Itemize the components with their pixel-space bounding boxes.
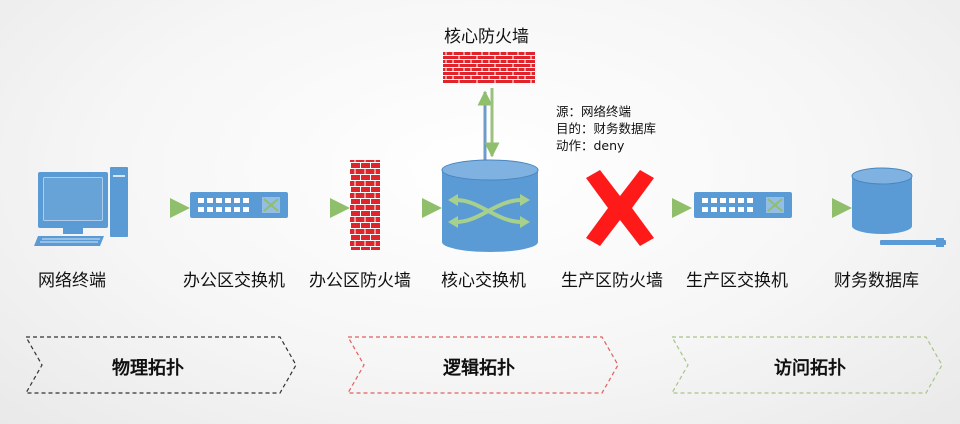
node-label-core-firewall: 核心防火墙 <box>444 27 529 47</box>
office-switch-icon <box>190 192 288 218</box>
stage-logical-chevron <box>346 336 619 394</box>
rule-source: 源：网络终端 <box>556 104 632 119</box>
stage-access-chevron <box>670 336 943 394</box>
node-label-finance-db: 财务数据库 <box>834 271 919 291</box>
computer-icon <box>34 167 128 246</box>
stage-label-physical: 物理拓扑 <box>112 358 184 379</box>
database-icon <box>851 167 946 247</box>
node-label-core-switch: 核心交换机 <box>441 271 526 291</box>
node-label-office-switch: 办公区交换机 <box>183 271 285 291</box>
core-firewall-icon <box>443 52 535 84</box>
deny-cross-icon <box>586 170 654 246</box>
links <box>132 88 852 218</box>
node-label-terminal: 网络终端 <box>38 271 106 291</box>
rule-destination: 目的：财务数据库 <box>556 121 657 136</box>
rule-action: 动作：deny <box>556 138 625 153</box>
node-label-prod-switch: 生产区交换机 <box>686 271 788 291</box>
node-label-prod-firewall: 生产区防火墙 <box>561 271 663 291</box>
stage-label-access: 访问拓扑 <box>774 358 846 379</box>
node-label-office-firewall: 办公区防火墙 <box>309 271 411 291</box>
stage-physical-chevron <box>24 336 297 394</box>
production-switch-icon <box>694 192 792 218</box>
stage-label-logical: 逻辑拓扑 <box>443 358 515 379</box>
core-switch-icon <box>441 159 539 252</box>
office-firewall-icon <box>350 160 380 250</box>
